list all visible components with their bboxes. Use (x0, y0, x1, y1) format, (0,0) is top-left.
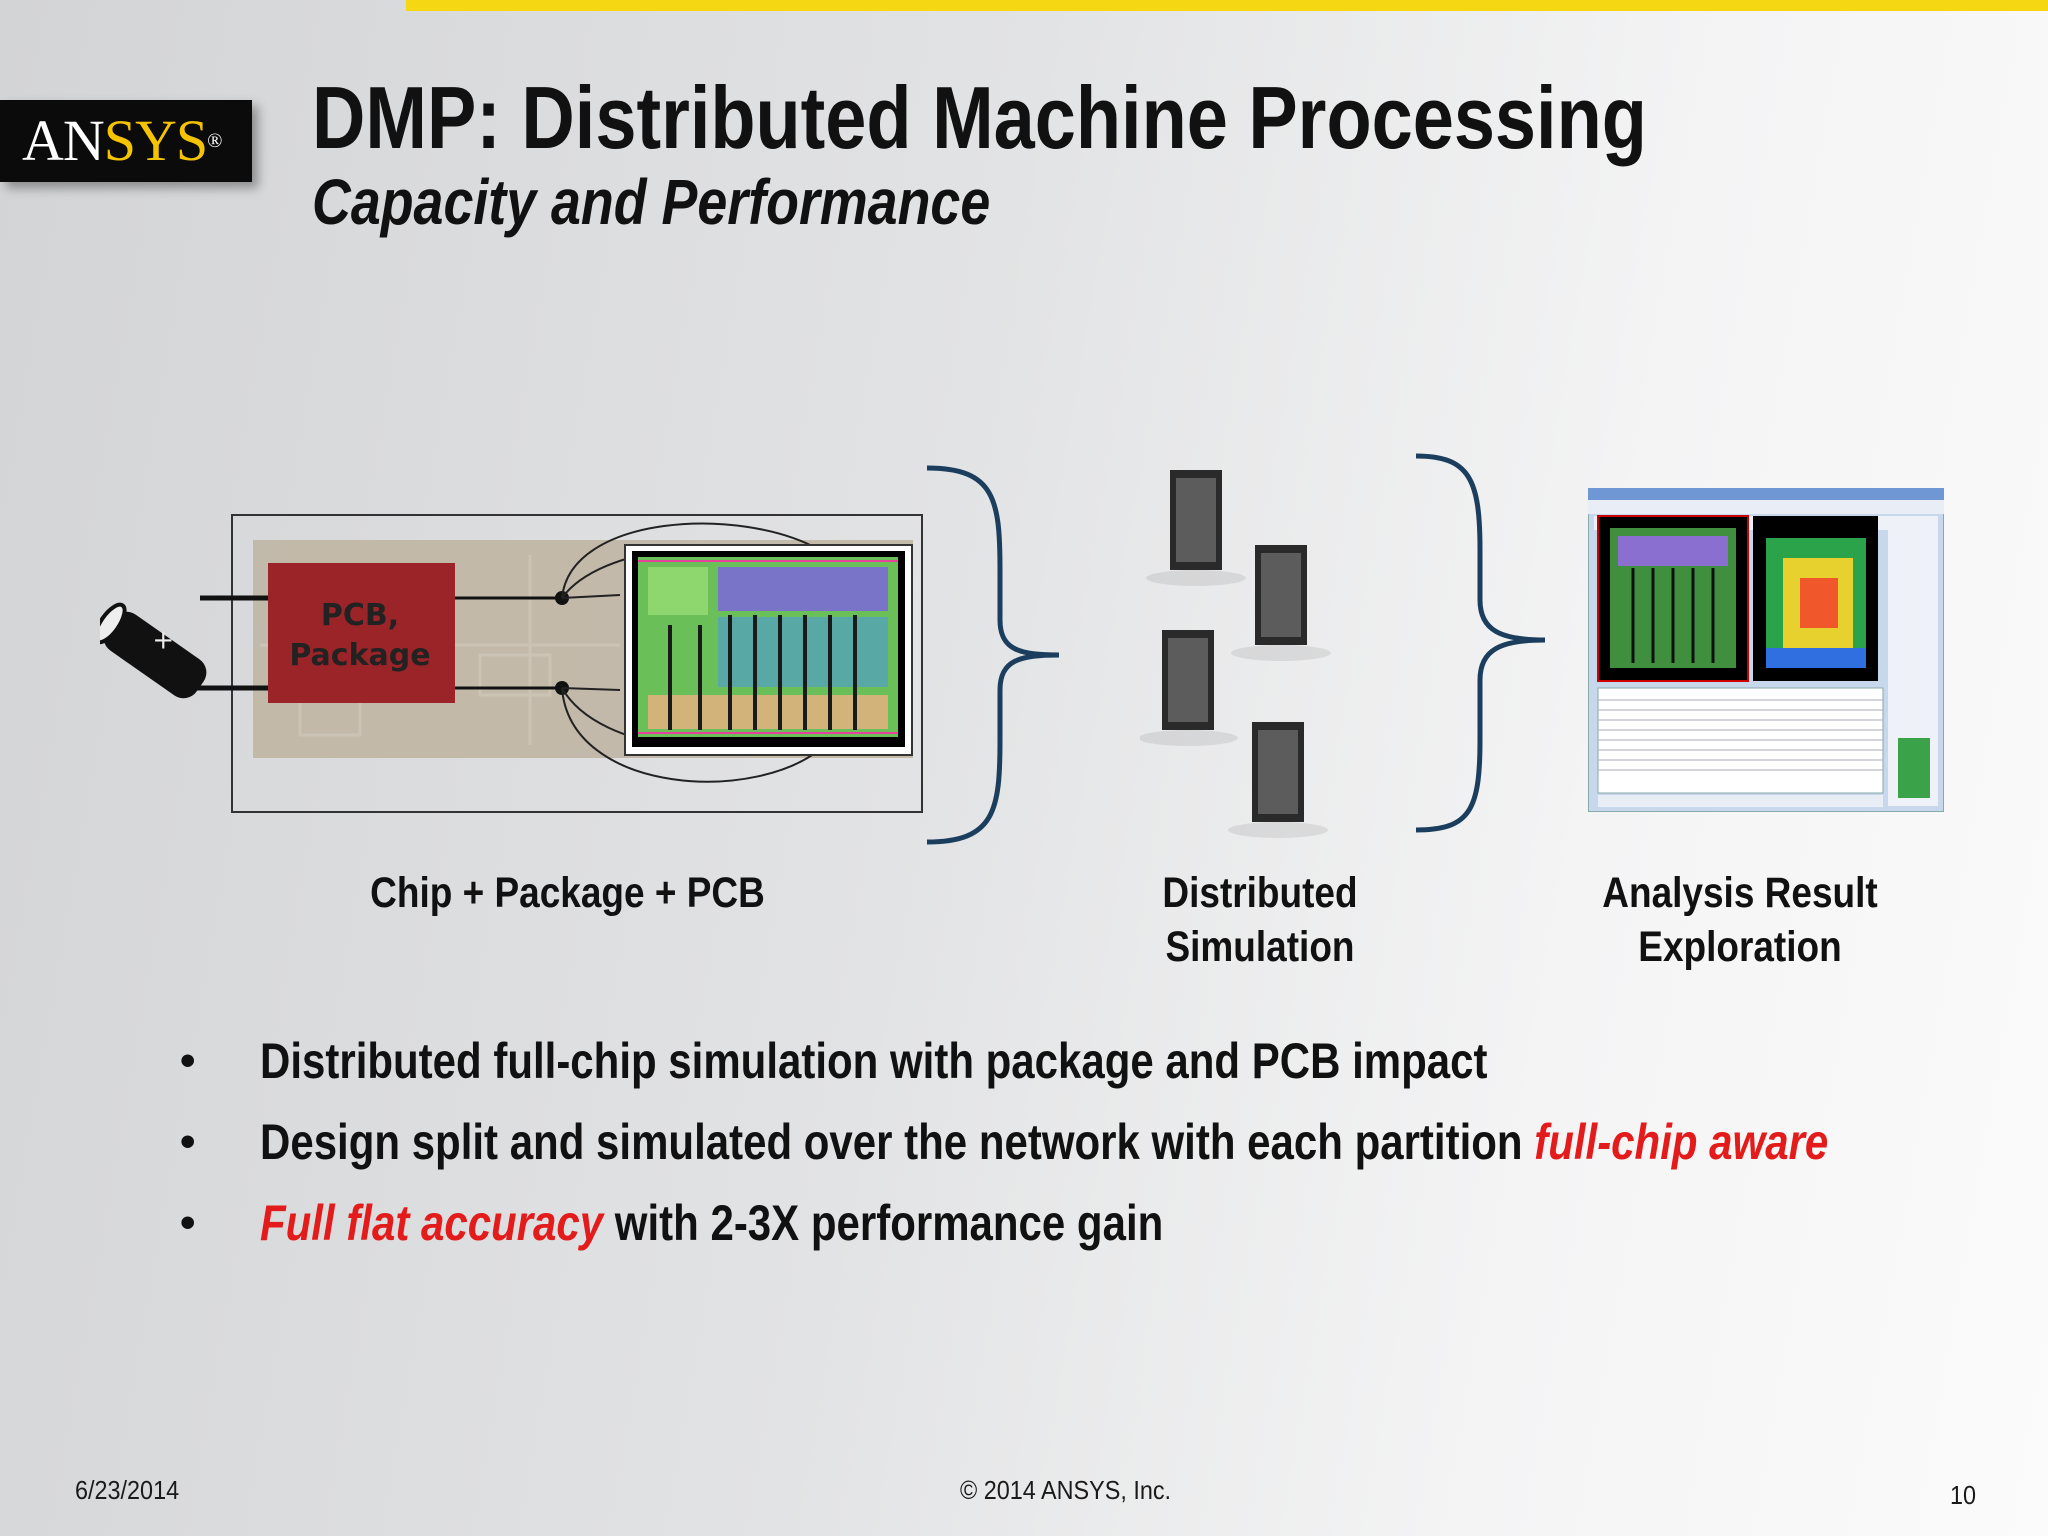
server-icon (1228, 722, 1328, 838)
svg-text:Package: Package (289, 638, 430, 673)
chip-package-pcb-figure: + PCB, Package (100, 514, 923, 813)
page-number: 10 (1950, 1480, 1977, 1510)
caption-distributed-simulation: Distributed Simulation (1162, 869, 1358, 971)
svg-text:+: + (152, 625, 174, 655)
slide-title: DMP: Distributed Machine Processing (312, 68, 1647, 167)
server-icon (1140, 630, 1238, 746)
right-brace-icon (926, 465, 1060, 845)
server-icon (1231, 545, 1331, 661)
caption-chip-package-pcb: Chip + Package + PCB (370, 869, 765, 917)
battery-icon: + (100, 602, 207, 699)
server-icon (1146, 470, 1246, 586)
svg-text:PCB,: PCB, (321, 598, 399, 633)
footer-copyright: © 2014 ANSYS, Inc. (960, 1475, 1172, 1505)
server-cluster-icon (1140, 470, 1331, 838)
bullet-icon: • (180, 1117, 196, 1166)
highlight-text: Full flat accuracy (260, 1195, 604, 1251)
top-accent-bar (406, 0, 2048, 11)
footer-date: 6/23/2014 (75, 1475, 180, 1505)
ansys-logo: ANSYS® (0, 100, 252, 182)
slide-subtitle: Capacity and Performance (312, 166, 991, 238)
chip-layout-image (624, 544, 913, 756)
right-brace-icon (1415, 453, 1546, 833)
highlight-text: full-chip aware (1534, 1114, 1829, 1170)
bullet-icon: • (180, 1036, 196, 1085)
caption-analysis-result: Analysis Result Exploration (1602, 869, 1878, 971)
analysis-tool-screenshot (1588, 488, 1944, 812)
bullet-icon: • (180, 1198, 196, 1247)
